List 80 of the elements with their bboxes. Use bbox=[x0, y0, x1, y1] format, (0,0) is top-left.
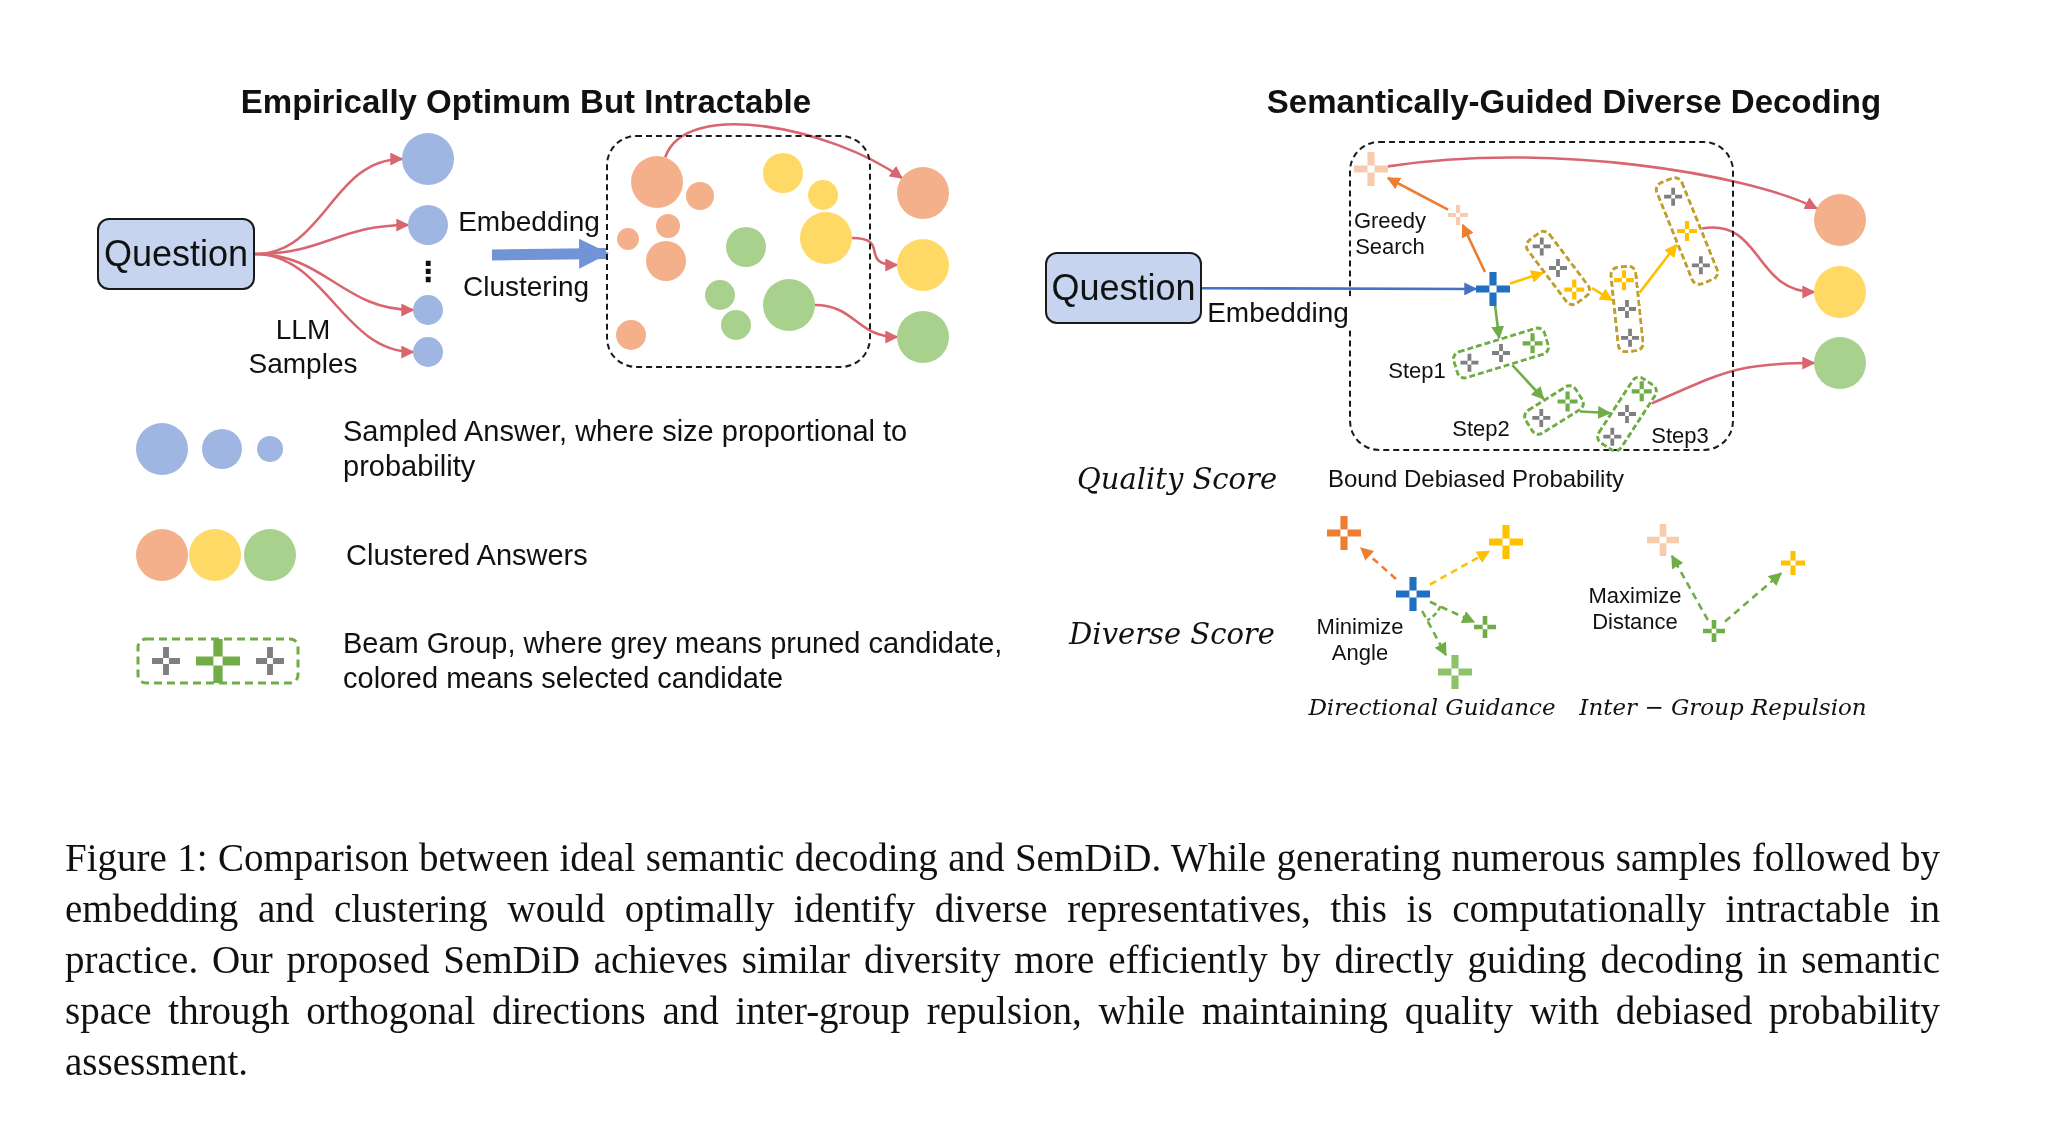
arrow bbox=[814, 303, 899, 343]
dashed-region bbox=[1349, 141, 1734, 451]
plus-icon bbox=[1353, 151, 1388, 186]
answer-circle bbox=[413, 295, 443, 325]
caption-label: Directional Guidance bbox=[1308, 694, 1556, 722]
question-box: Question bbox=[1045, 252, 1202, 324]
panel-title: Semantically-Guided Diverse Decoding bbox=[1266, 82, 1882, 122]
answer-circle bbox=[1814, 266, 1866, 318]
arrow bbox=[664, 123, 903, 179]
annotation-text: LLM Samples bbox=[247, 313, 359, 381]
arrow bbox=[491, 238, 609, 269]
figure-caption: Figure 1: Comparison between ideal semantic decoding and SemDiD. While generating numerous samples followed by embedding and clustering would optimally identify diverse representatives, this is computationally intractable in practice. Our proposed SemDiD achieves similar diversity more efficiently by directly guiding decoding in semantic space through orthogonal directions and inter-group repulsion, while maintaining quality with debiased probability assessment. bbox=[65, 835, 1940, 1085]
answer-circle bbox=[1814, 194, 1866, 246]
arrow bbox=[1202, 282, 1478, 296]
plus-icon bbox=[1447, 204, 1468, 225]
arrow bbox=[1491, 305, 1505, 340]
arrow bbox=[254, 252, 415, 358]
plus-icon bbox=[1474, 616, 1496, 638]
dashed-region bbox=[606, 135, 871, 368]
annotation-text: Step1 bbox=[1388, 357, 1446, 385]
arrow bbox=[1386, 176, 1449, 211]
answer-circle bbox=[704, 279, 735, 310]
plus-icon bbox=[1489, 525, 1523, 559]
answer-circle bbox=[616, 227, 639, 250]
answer-circle bbox=[685, 181, 714, 210]
plus-icon bbox=[1396, 577, 1430, 611]
arrow bbox=[1429, 550, 1491, 586]
plus-icon bbox=[1438, 655, 1472, 689]
arrow bbox=[1651, 356, 1816, 405]
legend-text: Sampled Answer, where size proportional to probability bbox=[343, 414, 909, 484]
answer-circle bbox=[645, 240, 686, 281]
arrow bbox=[1702, 226, 1816, 298]
answer-circle bbox=[655, 213, 680, 238]
beam-group bbox=[1608, 263, 1645, 354]
arrow bbox=[1360, 547, 1397, 580]
step-label: Embedding bbox=[458, 205, 600, 239]
answer-circle bbox=[402, 133, 454, 185]
arrow bbox=[1421, 610, 1447, 657]
arrow bbox=[1511, 364, 1545, 400]
legend-text: Beam Group, where grey means pruned candidate, colored means selected candidate bbox=[343, 626, 1003, 696]
annotation-text: Step2 bbox=[1452, 415, 1510, 443]
answer-circle bbox=[725, 226, 766, 267]
question-box: Question bbox=[97, 218, 255, 290]
answer-circle bbox=[615, 319, 646, 350]
score-label: Quality Score bbox=[1076, 461, 1278, 497]
answer-circle bbox=[762, 152, 803, 193]
caption-label: Inter − Group Repulsion bbox=[1579, 694, 1867, 722]
arrow bbox=[1509, 270, 1545, 285]
step-label: Clustering bbox=[462, 270, 590, 304]
annotation-text: Greedy Search bbox=[1352, 207, 1428, 261]
answer-circle bbox=[897, 311, 949, 363]
arrow bbox=[851, 236, 899, 271]
score-label: Diverse Score bbox=[1069, 616, 1275, 652]
annotation-text: Maximize Distance bbox=[1587, 582, 1683, 636]
legend-text: Clustered Answers bbox=[346, 537, 589, 573]
answer-circle bbox=[897, 239, 949, 291]
arrow bbox=[1724, 572, 1782, 623]
plus-icon bbox=[1647, 524, 1679, 556]
answer-circle bbox=[720, 309, 751, 340]
plus-icon bbox=[1781, 551, 1805, 575]
arrow bbox=[1579, 405, 1612, 419]
arrow bbox=[1638, 243, 1678, 294]
answer-circle bbox=[807, 179, 838, 210]
arrow bbox=[1461, 223, 1487, 273]
arrow bbox=[1429, 600, 1476, 624]
arrow bbox=[1387, 156, 1818, 210]
answer-circle bbox=[897, 167, 949, 219]
plus-icon bbox=[1475, 271, 1510, 306]
annotation-text: Step3 bbox=[1651, 422, 1709, 450]
answer-circle bbox=[1814, 337, 1866, 389]
panel-title: Empirically Optimum But Intractable bbox=[240, 82, 812, 122]
plus-icon bbox=[1703, 620, 1725, 642]
annotation-text: Bound Debiased Probability bbox=[1327, 464, 1625, 494]
answer-circle bbox=[408, 205, 448, 245]
arrow bbox=[1591, 287, 1614, 302]
plus-icon bbox=[1327, 516, 1361, 550]
annotation-text: Minimize Angle bbox=[1315, 613, 1405, 667]
arrow bbox=[1670, 554, 1709, 621]
answer-circle bbox=[413, 337, 443, 367]
ellipsis-mark: ⋮ bbox=[414, 255, 442, 289]
